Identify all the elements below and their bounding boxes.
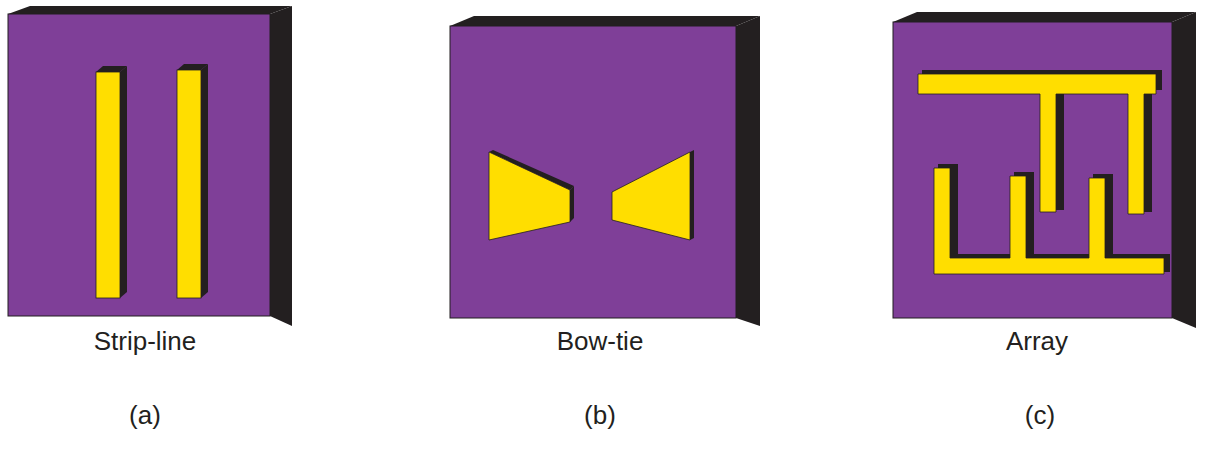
substrate-slab (450, 16, 760, 326)
panel-letter: (c) (1025, 400, 1055, 431)
strip-line-electrodes (96, 64, 208, 298)
array-electrodes (918, 70, 1170, 274)
bow-tie-electrodes (489, 150, 694, 240)
panel-letter: (a) (129, 400, 161, 431)
substrate-slab (893, 12, 1196, 328)
substrate-slab (8, 6, 292, 326)
panel-letter: (b) (584, 400, 616, 431)
caption-label: Strip-line (94, 326, 197, 357)
caption-label: Bow-tie (557, 326, 644, 357)
caption-label: Array (1006, 326, 1068, 357)
